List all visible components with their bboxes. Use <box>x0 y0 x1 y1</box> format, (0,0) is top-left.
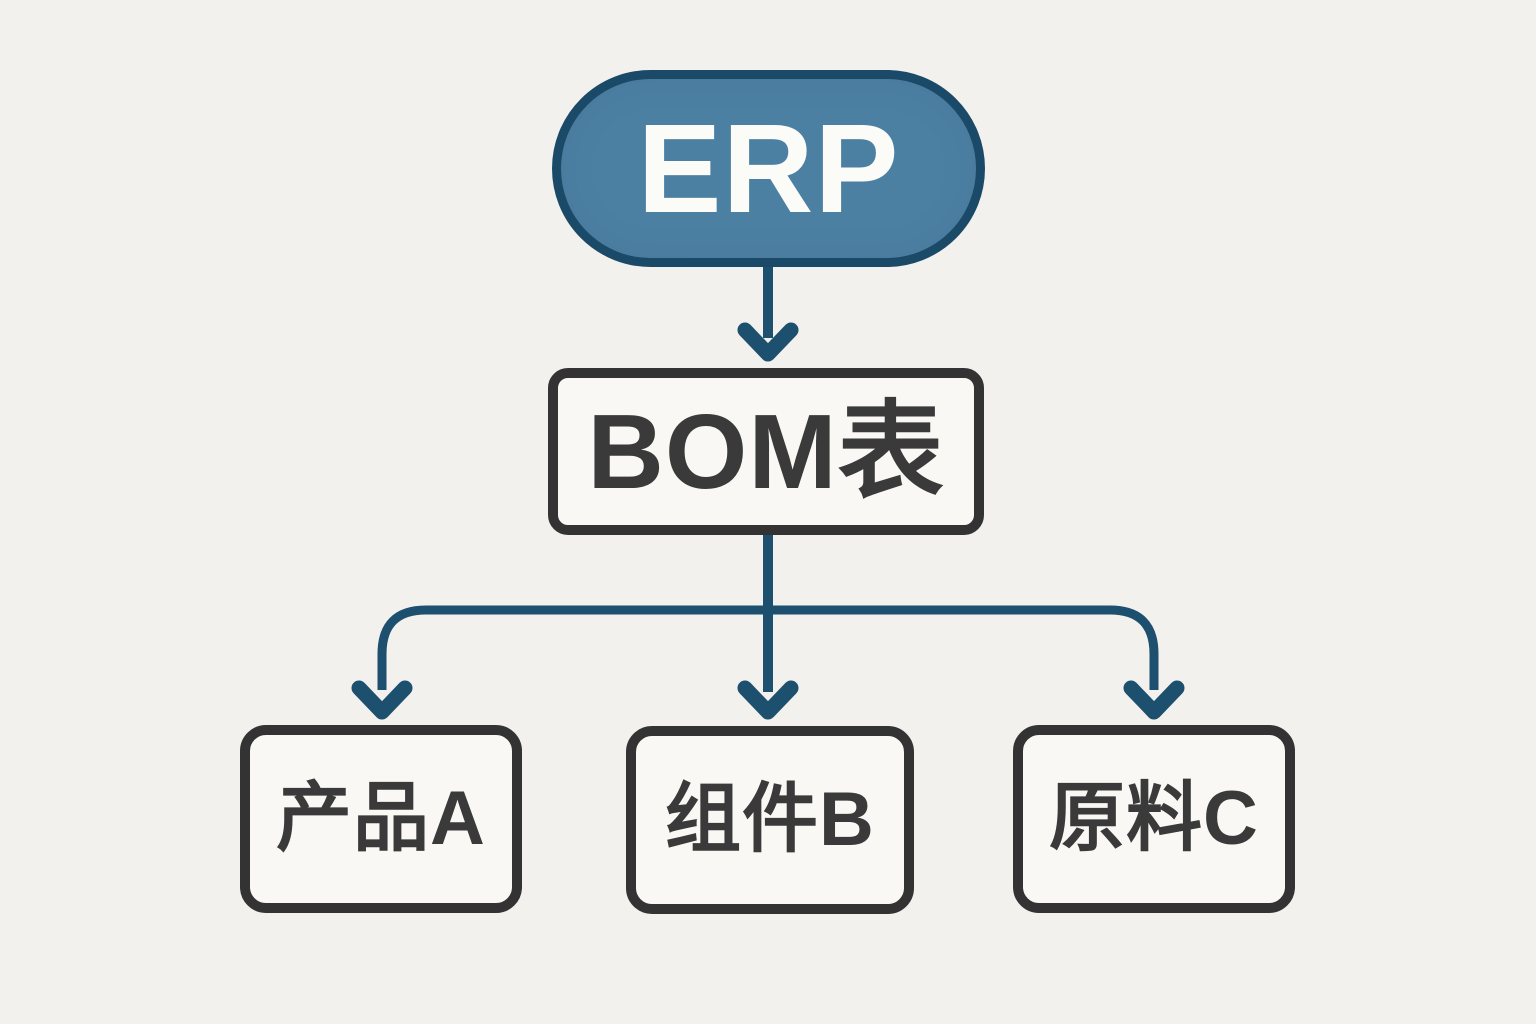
node-product-a: 产品A <box>240 725 522 913</box>
node-material-c: 原料C <box>1013 725 1295 913</box>
node-component-b: 组件B <box>626 726 914 914</box>
arrow-to-child-c-head <box>1123 680 1185 720</box>
node-erp: ERP <box>552 70 985 267</box>
arrow-to-child-b-head <box>737 680 799 720</box>
node-erp-label: ERP <box>637 97 900 239</box>
node-product-a-label: 产品A <box>276 776 486 861</box>
node-bom-table: BOM表 <box>548 368 984 535</box>
arrow-to-child-a-head <box>351 680 413 720</box>
node-bom-table-label: BOM表 <box>587 392 945 511</box>
node-material-c-label: 原料C <box>1049 776 1259 861</box>
node-component-b-label: 组件B <box>665 777 875 862</box>
arrow-erp-to-bom-head <box>737 322 799 362</box>
branch-rail <box>377 605 1159 690</box>
